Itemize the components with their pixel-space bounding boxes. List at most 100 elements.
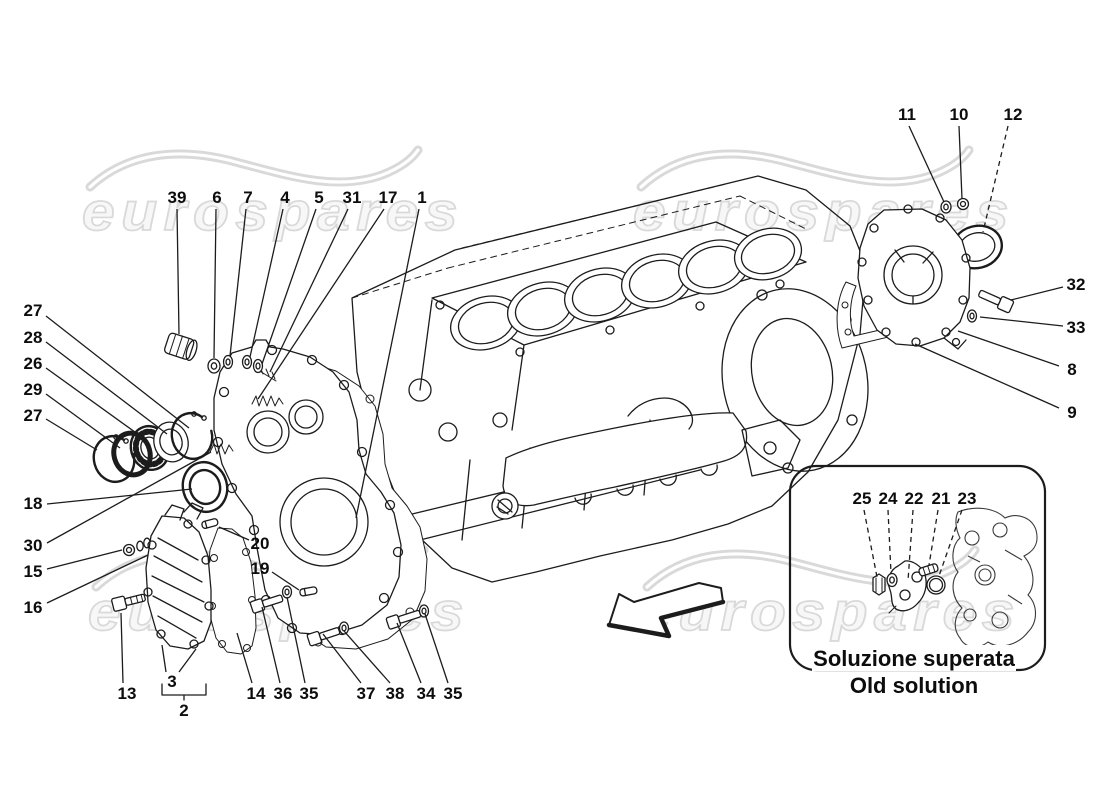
leader-line-1 bbox=[355, 208, 420, 519]
oil-sump bbox=[491, 397, 801, 520]
inset-bracket-parts bbox=[872, 560, 946, 614]
ribbed-cover bbox=[145, 515, 212, 650]
watermark-text: eurospares bbox=[82, 182, 464, 242]
watermark-text: eurospares bbox=[633, 182, 1015, 242]
part-callout-15: 15 bbox=[24, 562, 43, 581]
inset-old-solution: Soluzione superata Old solution bbox=[788, 464, 1047, 698]
part-callout-2: 2 bbox=[179, 701, 188, 720]
leader-line-25 bbox=[863, 509, 878, 578]
watermark-swoosh-highlight bbox=[645, 548, 977, 589]
watermark: eurospares bbox=[81, 145, 464, 243]
inset-caption-italian: Soluzione superata bbox=[813, 646, 1015, 671]
leader-line-29 bbox=[45, 393, 121, 449]
part-callout-12: 12 bbox=[1004, 105, 1023, 124]
leader-line-12 bbox=[982, 125, 1009, 233]
group-bracket bbox=[161, 683, 207, 701]
leader-line-34 bbox=[396, 622, 422, 684]
leader-line-32 bbox=[1010, 286, 1064, 301]
part-callout-16: 16 bbox=[24, 598, 43, 617]
leader-line-23 bbox=[938, 509, 963, 577]
part-callout-7: 7 bbox=[243, 188, 252, 207]
leader-line-36 bbox=[261, 606, 281, 684]
leader-line-24 bbox=[887, 509, 892, 574]
leader-line-14 bbox=[236, 632, 253, 684]
leader-line-16 bbox=[46, 554, 149, 604]
part-callout-28: 28 bbox=[24, 328, 43, 347]
part-callout-8: 8 bbox=[1067, 360, 1076, 379]
part-callout-30: 30 bbox=[24, 536, 43, 555]
part-callout-32: 32 bbox=[1067, 275, 1086, 294]
bolt-36 bbox=[249, 594, 284, 614]
part-callout-13: 13 bbox=[118, 684, 137, 703]
part-callout-18: 18 bbox=[24, 494, 43, 513]
leader-line-11 bbox=[908, 125, 945, 203]
leader-line-13 bbox=[120, 612, 124, 684]
leader-line-9 bbox=[914, 343, 1060, 409]
part-callout-19: 19 bbox=[251, 559, 270, 578]
bell-housing bbox=[721, 288, 869, 474]
cover-ribs bbox=[151, 537, 205, 639]
leader-line-35 bbox=[286, 596, 306, 684]
leader-line-4 bbox=[249, 208, 284, 358]
bolt-13 bbox=[111, 593, 146, 612]
part-callout-3: 3 bbox=[167, 672, 176, 691]
leader-line-3 bbox=[161, 644, 167, 673]
arrow-shadow-edge bbox=[606, 599, 726, 639]
leader-line-39 bbox=[176, 208, 180, 335]
part-callout-27: 27 bbox=[24, 406, 43, 425]
leader-line-33 bbox=[979, 316, 1064, 327]
spring-lower bbox=[209, 443, 234, 455]
leader-line-18 bbox=[46, 488, 193, 505]
leader-line-8 bbox=[957, 330, 1060, 367]
part-callout-6: 6 bbox=[212, 188, 221, 207]
part-callout-26: 26 bbox=[24, 354, 43, 373]
leader-line-10 bbox=[958, 125, 963, 200]
part-callout-23: 23 bbox=[958, 489, 977, 508]
part-callout-29: 29 bbox=[24, 380, 43, 399]
part-callout-11: 11 bbox=[898, 105, 916, 124]
leader-line-35 bbox=[424, 613, 449, 684]
leader-line-38 bbox=[343, 630, 391, 684]
inset-caption-english: Old solution bbox=[850, 673, 978, 698]
caption-mask bbox=[812, 645, 1016, 671]
watermark-swoosh-highlight bbox=[88, 148, 420, 189]
part-callout-35: 35 bbox=[444, 684, 463, 703]
leader-line-15 bbox=[46, 549, 123, 570]
part-callout-17: 17 bbox=[379, 188, 398, 207]
rear-cover-group bbox=[836, 197, 1015, 350]
leader-line-19 bbox=[271, 571, 300, 591]
part-callout-1: 1 bbox=[417, 188, 426, 207]
leader-line-21 bbox=[928, 509, 939, 566]
ring-stack bbox=[92, 411, 214, 484]
rear-cover-bolt-holes bbox=[857, 204, 971, 347]
direction-arrow bbox=[606, 582, 726, 639]
lower-cover-group bbox=[111, 502, 430, 701]
inset-engine-fragment bbox=[952, 507, 1038, 648]
leader-line-30 bbox=[46, 451, 212, 544]
part-callout-21: 21 bbox=[932, 489, 951, 508]
leader-line-6 bbox=[213, 208, 217, 359]
part-callout-37: 37 bbox=[357, 684, 376, 703]
part-callout-24: 24 bbox=[879, 489, 898, 508]
part-callout-34: 34 bbox=[417, 684, 436, 703]
leader-line-26 bbox=[45, 367, 147, 441]
plug bbox=[163, 332, 198, 361]
part-callout-39: 39 bbox=[168, 188, 187, 207]
leader-line-22 bbox=[907, 509, 914, 582]
engine-block-drawing bbox=[351, 175, 869, 583]
part-callout-22: 22 bbox=[905, 489, 924, 508]
leader-line-27 bbox=[45, 315, 190, 429]
leader-line-5 bbox=[261, 208, 317, 365]
part-callout-14: 14 bbox=[247, 684, 266, 703]
part-callout-10: 10 bbox=[950, 105, 969, 124]
part-callout-38: 38 bbox=[386, 684, 405, 703]
leader-line-27 bbox=[45, 418, 98, 451]
leader-line-31 bbox=[269, 208, 349, 373]
watermark: eurospares bbox=[632, 145, 1015, 243]
part-callout-20: 20 bbox=[251, 534, 270, 553]
watermark-swoosh-highlight bbox=[639, 148, 971, 189]
part-callout-4: 4 bbox=[280, 188, 290, 207]
leader-line-3 bbox=[178, 648, 197, 673]
